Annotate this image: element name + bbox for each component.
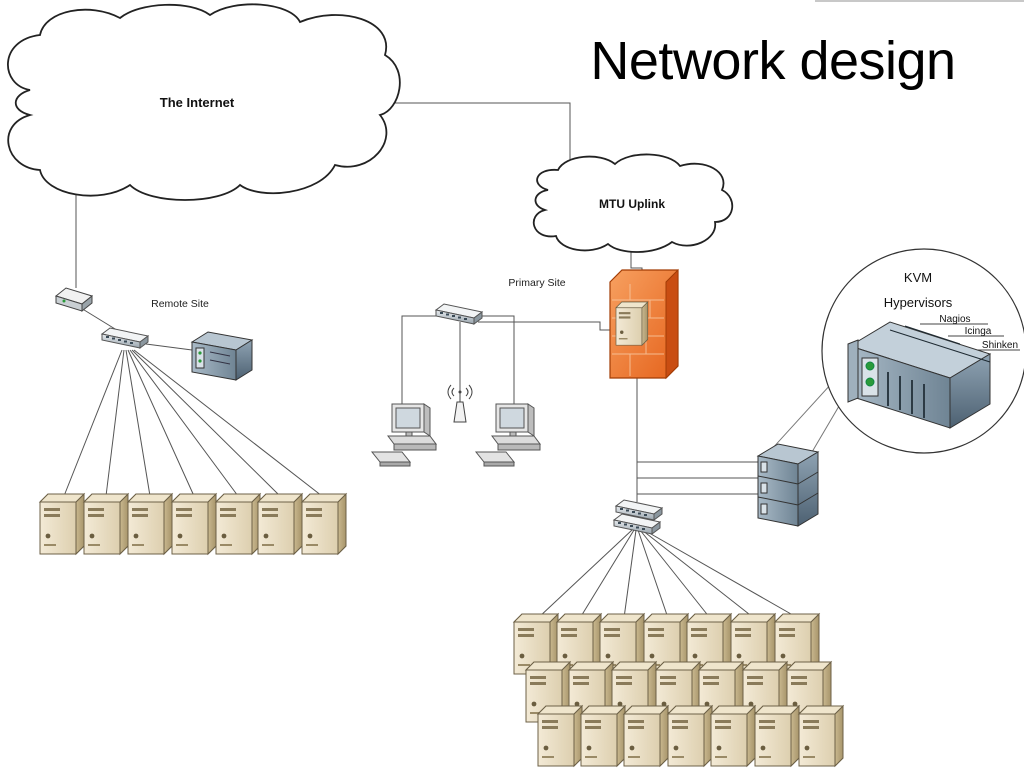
uplink-cloud: MTU Uplink [532,153,733,253]
hypervisor-callout: KVM Hypervisors Nagios Icinga Shinken [821,248,1024,454]
remote-server-row [39,493,347,555]
core-server [580,705,626,767]
firewall-server [615,301,649,346]
primary-site-label: Primary Site [508,277,565,289]
remote-server [257,493,303,555]
remote-site-label: Remote Site [151,298,209,310]
remote-router [54,287,94,313]
link-switch-firewall [478,321,614,331]
uplink-label: MTU Uplink [599,197,665,211]
vm-icinga-label: Icinga [965,326,992,337]
remote-server [83,493,129,555]
core-server [798,705,844,767]
workstation-icon [475,403,541,467]
link-switch-workstation-right [478,315,515,410]
remote-server [215,493,261,555]
link-switch-workstation-left [401,315,437,410]
core-server [537,705,583,767]
link-core-rack [637,461,760,495]
workstation-icon [371,403,437,467]
slide-title: Network design [590,31,956,91]
core-server [710,705,756,767]
remote-server [39,493,85,555]
remote-server [301,493,347,555]
vm-nagios-label: Nagios [939,314,970,325]
remote-server [127,493,173,555]
core-fanout [537,529,799,619]
vm-shinken-label: Shinken [982,340,1018,351]
link-internet-uplink [393,102,571,160]
firewall-icon [609,268,679,380]
remote-rack-server [190,331,254,381]
remote-fanout [63,349,323,497]
link-remote-switch-server [145,343,193,351]
internet-cloud: The Internet [7,3,401,201]
internet-label: The Internet [160,95,235,110]
remote-server [171,493,217,555]
core-server-row [537,705,844,767]
remote-switch-icon [101,327,149,349]
primary-switch-icon [435,303,483,325]
callout-kvm-label: KVM [904,270,932,285]
wireless-access-point [447,384,473,423]
core-server-farm [513,613,844,767]
callout-hypervisors-label: Hypervisors [884,295,953,310]
core-switch-stack [613,499,663,535]
network-links [63,102,853,619]
top-rule [815,0,1024,2]
core-server [667,705,713,767]
core-server [754,705,800,767]
core-server [623,705,669,767]
hypervisor-rack [756,443,820,527]
